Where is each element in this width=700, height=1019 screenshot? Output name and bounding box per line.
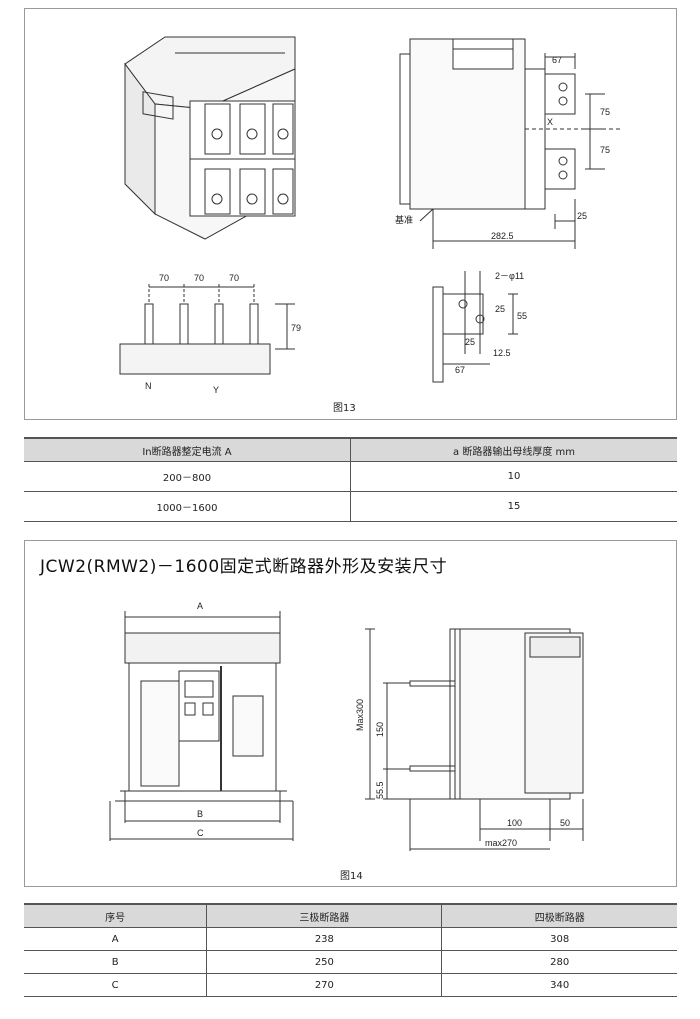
table-cell: 250: [206, 950, 442, 974]
table-row: A 238 308: [24, 927, 677, 951]
figure14-caption: 图14: [340, 871, 363, 882]
side-view: [399, 38, 620, 249]
side-dim-max270: max270: [485, 838, 517, 848]
front-dim-79: 79: [291, 323, 301, 333]
detail-dim-12-5: 12.5: [493, 348, 511, 358]
front-dim-70c: 70: [229, 273, 239, 283]
front-dim-c: C: [197, 828, 204, 838]
side-dim-75a: 75: [600, 107, 610, 117]
table-cell: 308: [441, 927, 677, 951]
section-title: JCW2(RMW2)－1600固定式断路器外形及安装尺寸: [40, 557, 448, 577]
side-dim-50: 50: [560, 818, 570, 828]
figure14-drawing: A B C Max300 150 55.5 100 50 max270: [109, 601, 584, 851]
table-row: C 270 340: [24, 973, 677, 997]
side-dim-150: 150: [375, 722, 385, 737]
table-cell: 200－800: [24, 461, 351, 492]
side-dim-55-5: 55.5: [375, 781, 385, 799]
figure13-panel: 67 75 75 X 25 282.5 基准 70 70 70 79 N Y 2…: [24, 8, 677, 420]
detail-dim-25b: 25: [465, 337, 475, 347]
side-dim-25: 25: [577, 211, 587, 221]
figure13-drawing: 67 75 75 X 25 282.5 基准 70 70 70 79 N Y 2…: [119, 36, 620, 395]
front-label-n: N: [145, 381, 152, 391]
detail-dim-25a: 25: [495, 304, 505, 314]
table-row: 1000－1600 15: [24, 491, 677, 522]
iso-breaker-view: [124, 36, 296, 240]
side-label-base: 基准: [395, 214, 413, 225]
front-dim-a: A: [197, 601, 203, 611]
side-label-x: X: [547, 117, 553, 127]
figure14-panel: A B C Max300 150 55.5 100 50 max270 图14: [24, 540, 677, 887]
table-cell: 280: [441, 950, 677, 974]
detail-dim-67: 67: [455, 365, 465, 375]
side-dim-75b: 75: [600, 145, 610, 155]
table-row: 200－800 10: [24, 461, 677, 492]
front-dim-70b: 70: [194, 273, 204, 283]
table-cell: 340: [441, 973, 677, 997]
terminal-detail-view: [432, 271, 518, 383]
table-cell: 10: [350, 461, 677, 492]
side-dim-67: 67: [552, 55, 562, 65]
table-header-cell: 三极断路器: [206, 903, 442, 928]
side-dim-100: 100: [507, 818, 522, 828]
table-cell: A: [24, 927, 207, 951]
table-header-cell: In断路器整定电流 A: [24, 437, 351, 462]
side-view-14: [365, 628, 584, 851]
detail-hole-label: 2－φ11: [495, 271, 524, 281]
figure13-caption: 图13: [333, 403, 356, 414]
table-cell: 1000－1600: [24, 491, 351, 522]
table-header-row: 序号 三极断路器 四极断路器: [24, 903, 677, 928]
front-label-y: Y: [213, 385, 219, 395]
table-header-cell: 序号: [24, 903, 207, 928]
detail-dim-55: 55: [517, 311, 527, 321]
table-header-row: In断路器整定电流 A a 断路器输出母线厚度 mm: [24, 437, 677, 462]
front-dim-70a: 70: [159, 273, 169, 283]
table-header-cell: a 断路器输出母线厚度 mm: [350, 437, 677, 462]
side-dim-282-5: 282.5: [491, 231, 514, 241]
dimension-table: 序号 三极断路器 四极断路器 A 238 308 B 250 280 C 270…: [24, 903, 677, 997]
table-cell: C: [24, 973, 207, 997]
front-view: [109, 611, 294, 841]
table-cell: 238: [206, 927, 442, 951]
front-dim-b: B: [197, 809, 203, 819]
terminal-front-view: [119, 284, 295, 375]
side-dim-max300: Max300: [355, 699, 365, 731]
table-cell: B: [24, 950, 207, 974]
table-cell: 15: [350, 491, 677, 522]
table-cell: 270: [206, 973, 442, 997]
table-row: B 250 280: [24, 950, 677, 974]
table-header-cell: 四极断路器: [441, 903, 677, 928]
current-busbar-table: In断路器整定电流 A a 断路器输出母线厚度 mm 200－800 10 10…: [24, 437, 677, 522]
